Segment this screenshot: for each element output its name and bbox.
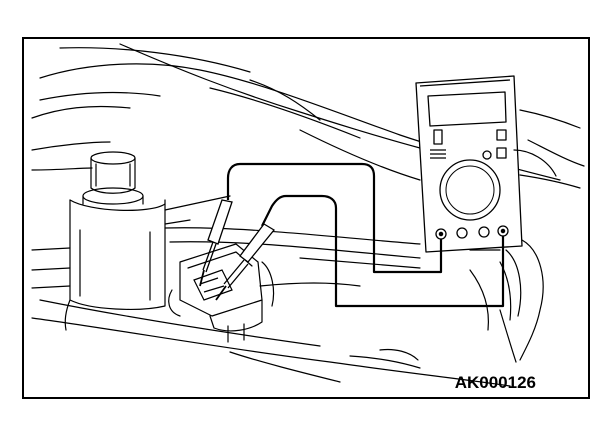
- figure-reference-code: AK000126: [455, 373, 536, 392]
- connector-icon: [193, 269, 233, 301]
- test-probe-icon: [199, 199, 233, 287]
- test-probe-icon: [215, 223, 275, 301]
- hand-outline: [499, 149, 557, 363]
- multimeter-icon: [415, 75, 523, 253]
- test-lead-wires: [226, 162, 505, 308]
